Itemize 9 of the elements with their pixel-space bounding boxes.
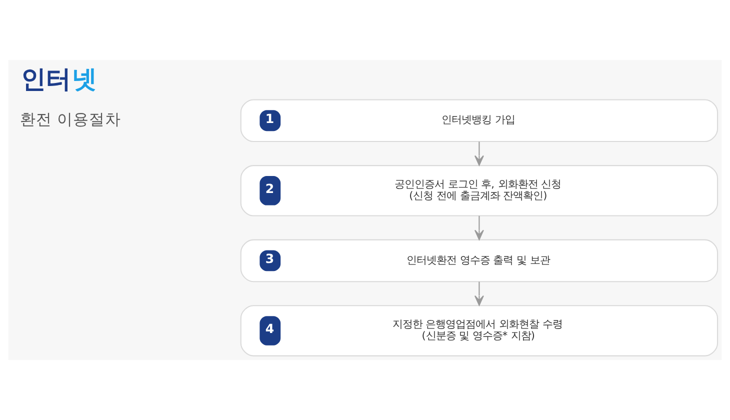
- diagram-title: 인터넷: [20, 64, 98, 94]
- node-box: 3 인터넷환전 영수증 출력 및 보관: [240, 239, 718, 282]
- node-box: 1 인터넷뱅킹 가입: [240, 99, 718, 142]
- node-box: 2 공인인증서 로그인 후, 외화환전 신청 (신청 전에 출금계좌 잔액확인): [240, 165, 718, 216]
- arrow: [474, 142, 484, 166]
- arrow: [474, 282, 484, 306]
- node-box: 4 지정한 은행영업점에서 외화현찰 수령 (신분증 및 영수증* 지참): [240, 305, 718, 356]
- label: 환전 이용절차: [20, 109, 121, 128]
- arrow: [474, 216, 484, 240]
